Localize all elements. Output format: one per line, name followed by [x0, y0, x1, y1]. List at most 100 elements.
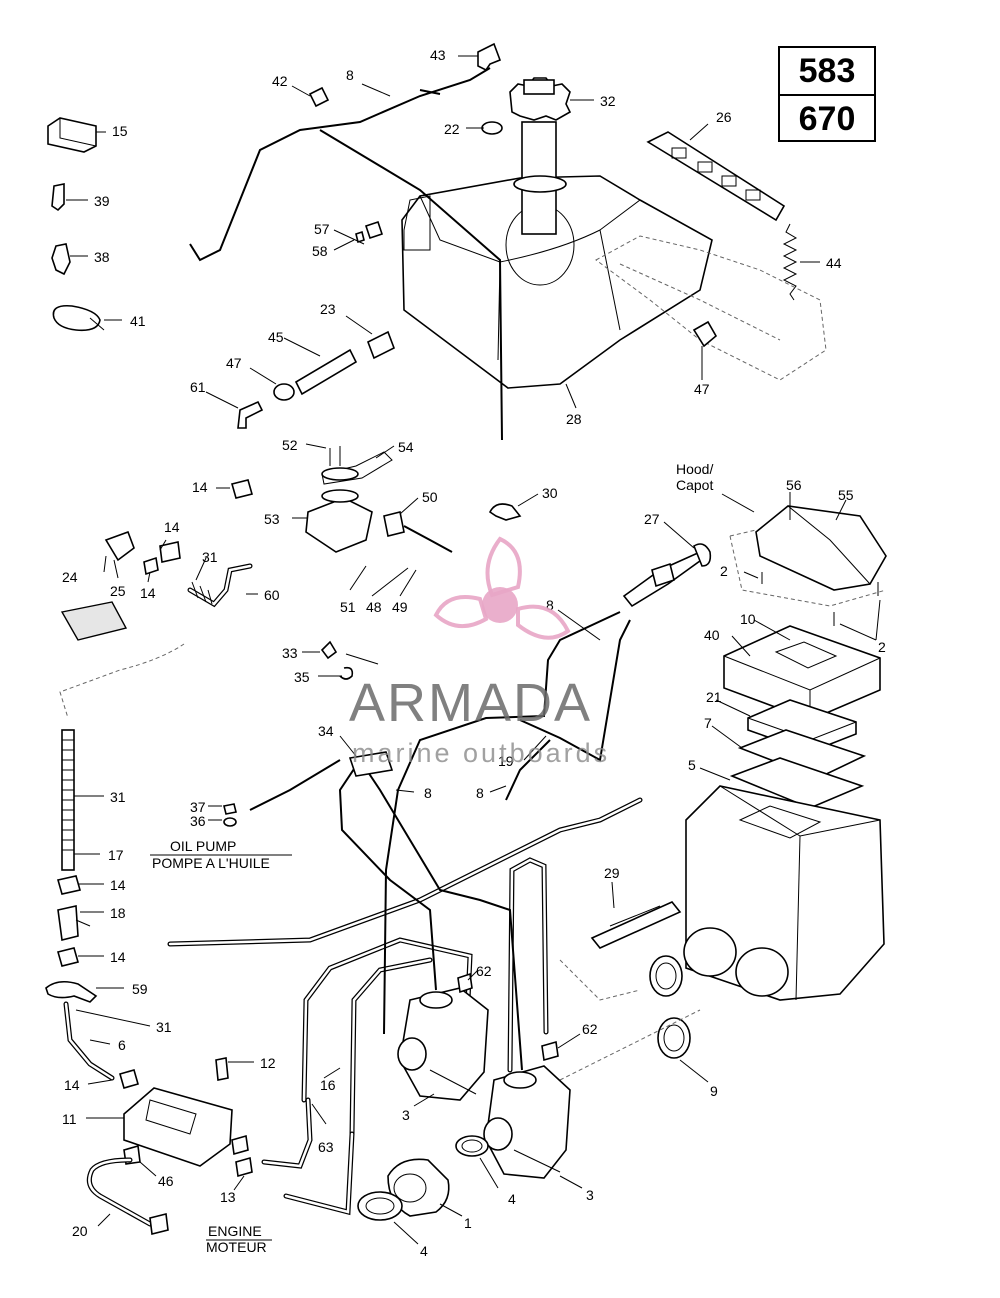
callout-62b: 62	[582, 1021, 598, 1037]
callout-26: 26	[716, 109, 732, 125]
oil-pump-caption-en: OIL PUMP	[170, 838, 236, 854]
callout-47: 47	[226, 355, 242, 371]
fuel-valve	[305, 446, 393, 553]
hood-caption-en: Hood/	[676, 461, 713, 477]
captions: Hood/ Capot OIL PUMP POMPE A L'HUILE ENG…	[150, 461, 713, 1255]
air-silencer-box	[683, 785, 885, 1001]
callout-59: 59	[132, 981, 148, 997]
callout-45: 45	[268, 329, 284, 345]
callout-27: 27	[644, 511, 660, 527]
callout-18: 18	[110, 905, 126, 921]
engine-caption-fr: MOTEUR	[206, 1239, 267, 1255]
callout-52: 52	[282, 437, 298, 453]
fuel-pump	[119, 1057, 253, 1178]
leader-lines	[66, 55, 881, 1245]
fuel-tank	[401, 175, 713, 389]
callout-46: 46	[158, 1173, 174, 1189]
carburetor-rear	[397, 987, 489, 1101]
callout-25: 25	[110, 583, 126, 599]
callout-63: 63	[318, 1139, 334, 1155]
callout-2b: 2	[878, 639, 886, 655]
callout-36: 36	[190, 813, 206, 829]
engine-caption-en: ENGINE	[208, 1223, 262, 1239]
silencer-hood	[729, 505, 887, 626]
callout-8c: 8	[424, 785, 432, 801]
callout-49: 49	[392, 599, 408, 615]
callout-22: 22	[444, 121, 460, 137]
model-670: 670	[798, 99, 856, 138]
callout-3a: 3	[402, 1107, 410, 1123]
callout-38: 38	[94, 249, 110, 265]
callout-14d: 14	[110, 877, 126, 893]
callout-62a: 62	[476, 963, 492, 979]
callout-48: 48	[366, 599, 382, 615]
primer-hose	[45, 729, 115, 1081]
callout-21: 21	[706, 689, 722, 705]
primer-knob	[622, 543, 712, 608]
callout-44: 44	[826, 255, 842, 271]
callout-43: 43	[430, 47, 446, 63]
callout-57: 57	[314, 221, 330, 237]
callout-8b: 8	[546, 597, 554, 613]
callout-4b: 4	[420, 1243, 428, 1259]
callout-labels: 43 8 42 32 22 15 26 39 57 58 44 38 23 41…	[62, 47, 886, 1259]
callout-54: 54	[398, 439, 414, 455]
fuel-filter-assembly	[103, 530, 253, 608]
callout-19: 19	[498, 753, 514, 769]
callout-16: 16	[320, 1077, 336, 1093]
hood-caption-fr: Capot	[676, 477, 713, 493]
callout-30: 30	[542, 485, 558, 501]
callout-56: 56	[786, 477, 802, 493]
callout-32: 32	[600, 93, 616, 109]
callout-41: 41	[130, 313, 146, 329]
callout-5: 5	[688, 757, 696, 773]
callout-15: 15	[112, 123, 128, 139]
tank-strap	[646, 131, 786, 222]
callout-34: 34	[318, 723, 334, 739]
callout-4a: 4	[508, 1191, 516, 1207]
callout-42: 42	[272, 73, 288, 89]
callout-7: 7	[704, 715, 712, 731]
callout-12: 12	[260, 1055, 276, 1071]
callout-40: 40	[704, 627, 720, 643]
callout-14c: 14	[140, 585, 156, 601]
callout-10: 10	[740, 611, 756, 627]
oil-pump-caption-fr: POMPE A L'HUILE	[152, 855, 270, 871]
callout-8d: 8	[476, 785, 484, 801]
callout-14b: 14	[164, 519, 180, 535]
callout-60: 60	[264, 587, 280, 603]
connector	[47, 117, 97, 153]
callout-20: 20	[72, 1223, 88, 1239]
callout-31b: 31	[110, 789, 126, 805]
callout-11: 11	[62, 1111, 77, 1127]
callout-28: 28	[566, 411, 582, 427]
callout-13: 13	[220, 1189, 236, 1205]
callout-1: 1	[464, 1215, 472, 1231]
model-number-box: 583 670	[778, 46, 876, 142]
watermark-tagline: marine outboards	[352, 738, 611, 768]
air-filters	[723, 625, 881, 809]
callout-47b: 47	[694, 381, 710, 397]
callout-35: 35	[294, 669, 310, 685]
callout-23: 23	[320, 301, 336, 317]
callout-39: 39	[94, 193, 110, 209]
callout-61: 61	[190, 379, 206, 395]
callout-24: 24	[62, 569, 78, 585]
callout-17: 17	[108, 847, 124, 863]
callout-33: 33	[282, 645, 298, 661]
callout-6: 6	[118, 1037, 126, 1053]
spring	[782, 223, 798, 301]
callout-55: 55	[838, 487, 854, 503]
callout-53: 53	[264, 511, 280, 527]
callout-50: 50	[422, 489, 438, 505]
callout-2a: 2	[720, 563, 728, 579]
callout-14f: 14	[64, 1077, 80, 1093]
callout-14e: 14	[110, 949, 126, 965]
callout-9: 9	[710, 1083, 718, 1099]
callout-31c: 31	[156, 1019, 172, 1035]
model-583: 583	[780, 48, 874, 96]
watermark-brand: ARMADA	[349, 673, 593, 733]
callout-31a: 31	[202, 549, 218, 565]
callout-51: 51	[340, 599, 356, 615]
